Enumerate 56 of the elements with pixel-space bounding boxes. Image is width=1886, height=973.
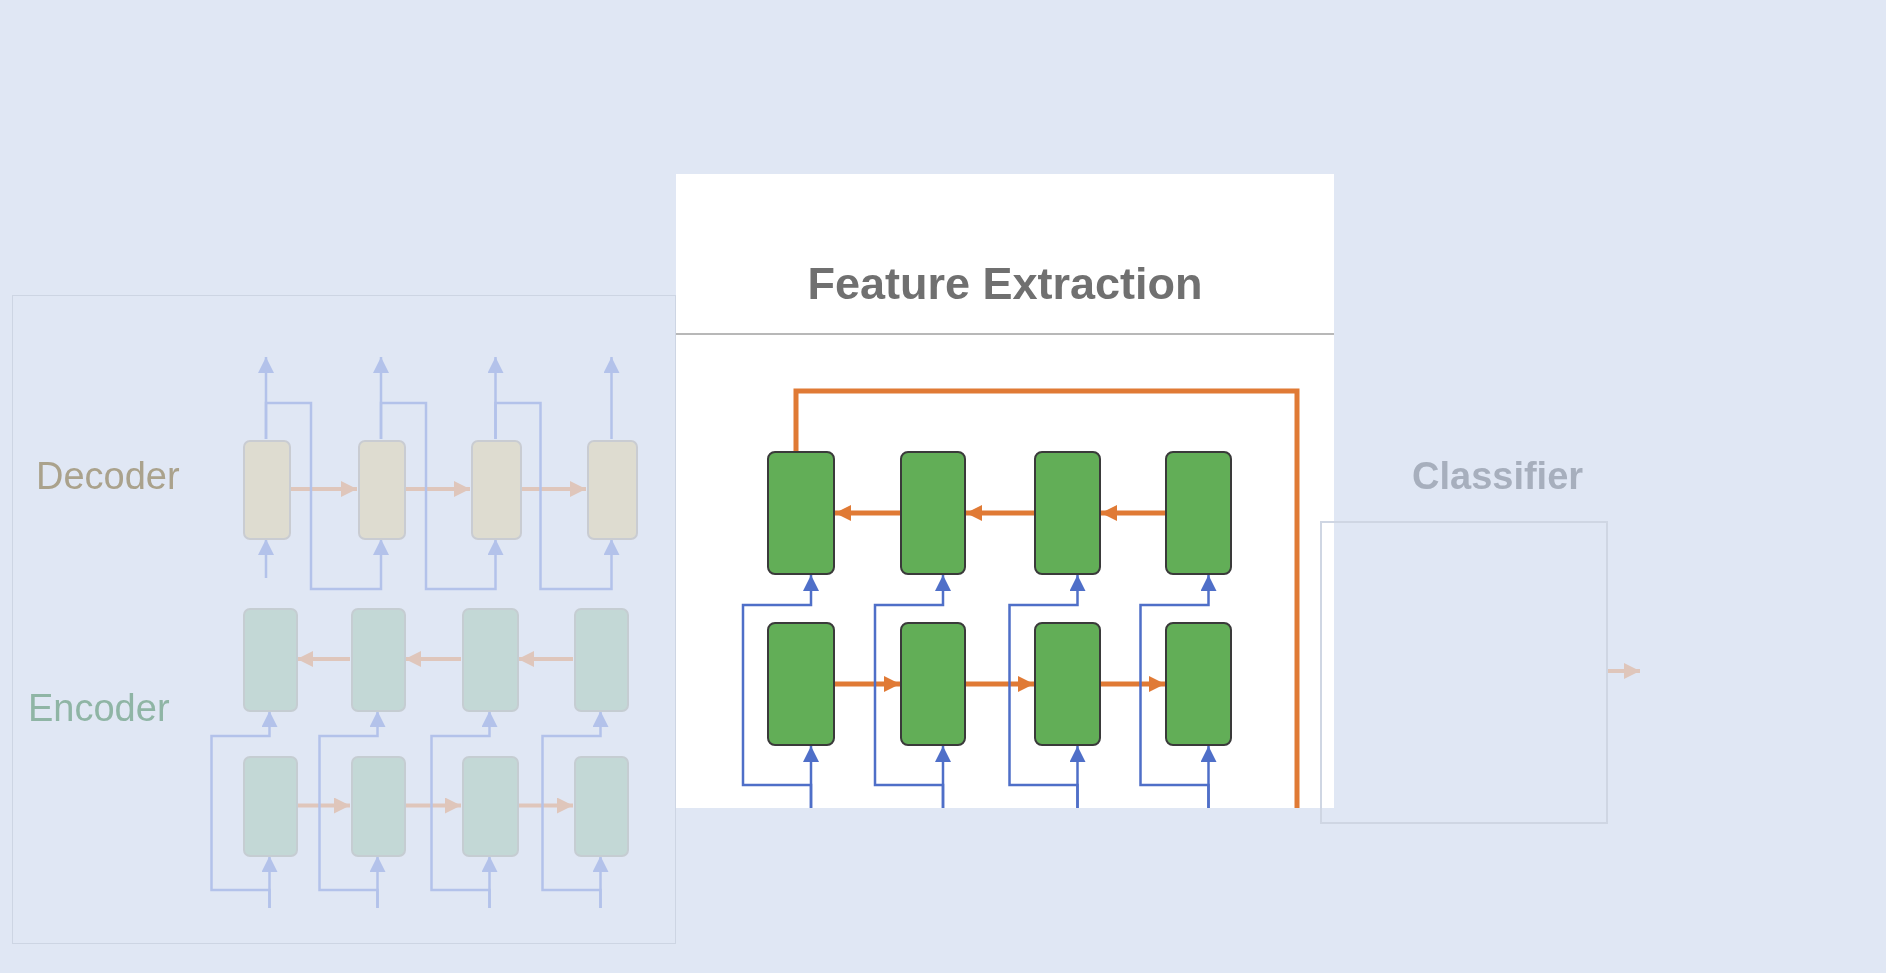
rnn-cell [243, 440, 291, 540]
panel-title: Feature Extraction [806, 258, 1204, 310]
arrow [430, 711, 498, 908]
arrow [1008, 575, 1086, 808]
rnn-cell [351, 756, 406, 857]
arrow [405, 797, 461, 814]
arrow [494, 401, 620, 591]
arrow [966, 676, 1034, 692]
connector-line [793, 388, 1300, 808]
rnn-cell [767, 622, 835, 746]
rnn-cell [471, 440, 522, 540]
arrow [1101, 505, 1165, 521]
panel-frame [12, 295, 676, 944]
arrow [835, 505, 900, 521]
rnn-cell [243, 756, 298, 857]
rnn-cell [574, 756, 629, 857]
arrow [518, 797, 573, 814]
arrow [741, 575, 819, 808]
arrow [966, 505, 1034, 521]
arrow [541, 711, 609, 908]
panel-card [676, 174, 1334, 808]
arrow [405, 481, 470, 497]
rnn-cell [243, 608, 298, 712]
rnn-cell [767, 451, 835, 575]
arrow [379, 401, 504, 591]
arrow [297, 651, 350, 667]
row-label: Encoder [28, 687, 170, 730]
rnn-cell [462, 608, 519, 712]
arrow [603, 357, 620, 439]
arrow [1139, 575, 1217, 808]
rnn-cell [574, 608, 629, 712]
arrow [1608, 663, 1640, 679]
arrow [297, 797, 350, 814]
rnn-cell [900, 451, 966, 575]
arrow [405, 651, 461, 667]
arrow [210, 711, 278, 908]
rnn-cell [900, 622, 966, 746]
rnn-cell [1034, 451, 1101, 575]
arrow [873, 575, 951, 808]
rnn-cell [1165, 451, 1232, 575]
rnn-cell [1034, 622, 1101, 746]
rnn-cell [351, 608, 406, 712]
rnn-cell [1165, 622, 1232, 746]
arrow [835, 676, 900, 692]
arrow [264, 401, 389, 591]
panel-title: Classifier [1412, 455, 1584, 498]
row-label: Decoder [36, 455, 180, 498]
arrow [521, 481, 586, 497]
arrow [1101, 676, 1165, 692]
arrow [318, 711, 386, 908]
rnn-cell [462, 756, 519, 857]
arrow [258, 539, 274, 578]
rnn-cell [358, 440, 406, 540]
rnn-cell [587, 440, 638, 540]
arrow [290, 481, 357, 497]
arrow [518, 651, 573, 667]
